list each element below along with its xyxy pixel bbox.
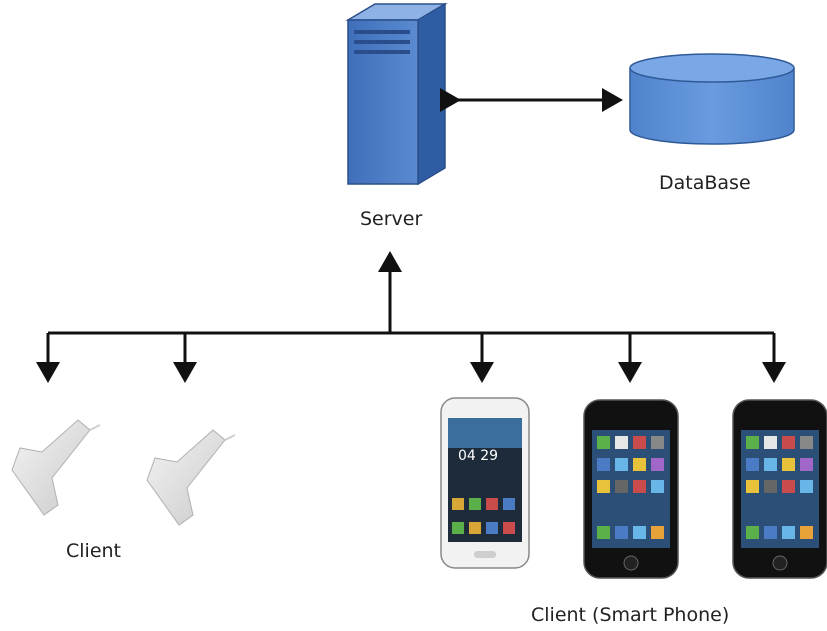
database-label: DataBase: [659, 172, 751, 194]
network-bus: [36, 251, 786, 383]
smartphone-icon: [583, 399, 679, 579]
barcode-scanner-icon: [146, 429, 236, 526]
barcode-scanner-icon: [11, 419, 101, 516]
phone-clock: 04 29: [458, 448, 498, 464]
client-label: Client: [66, 540, 122, 562]
smartphone-icon: 04 29: [440, 397, 530, 569]
server-tower-icon: [345, 2, 448, 186]
database-cylinder-icon: [629, 53, 795, 145]
client-smart-phone-label: Client (Smart Phone): [531, 604, 730, 626]
server-label: Server: [360, 208, 423, 230]
smartphone-icon: [732, 399, 827, 579]
